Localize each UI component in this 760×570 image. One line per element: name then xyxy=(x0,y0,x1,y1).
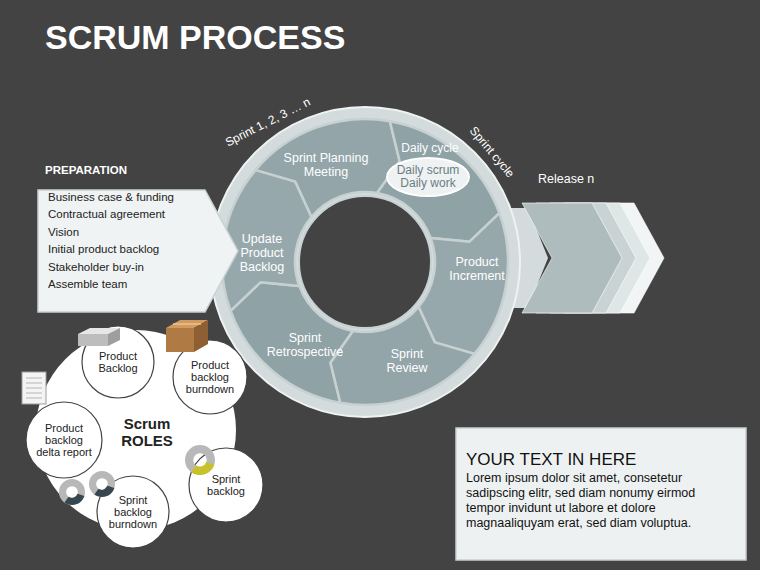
role-label: Product Backlog xyxy=(87,350,149,375)
ring-hole xyxy=(299,196,431,328)
list-item: Assemble team xyxy=(48,276,238,294)
role-circle: Sprint backlog burndown xyxy=(97,476,169,548)
cycle-step: Sprint Retrospective xyxy=(255,328,355,362)
role-circle: Product backlog burndown xyxy=(173,340,247,414)
panel-heading: YOUR TEXT IN HERE xyxy=(466,450,736,469)
list-item: Vision xyxy=(48,224,238,242)
step-label: Sprint Retrospective xyxy=(255,331,355,359)
release-chevron xyxy=(522,203,622,313)
role-circle xyxy=(189,448,263,522)
cycle-step: Daily cycleDaily scrum Daily work xyxy=(380,139,480,205)
release-label: Release n xyxy=(538,172,664,186)
title: SCRUM PROCESS xyxy=(45,18,345,57)
role-circle: Product backlog delta report xyxy=(26,402,102,478)
cycle-step: Sprint Review xyxy=(372,340,442,382)
oval-label: Daily scrum Daily work xyxy=(391,164,465,191)
list-item: Initial product backlog xyxy=(48,241,238,259)
document-icon xyxy=(22,372,46,404)
step-label: Sprint Planning Meeting xyxy=(281,151,371,179)
pie-icon xyxy=(89,471,115,497)
step-label: Product Increment xyxy=(437,255,517,283)
cardboard-box-icon xyxy=(166,320,208,352)
role-label: Sprint backlog burndown xyxy=(102,494,164,531)
pie-icon xyxy=(185,445,215,475)
role-label: Product backlog burndown xyxy=(179,359,241,396)
step-label: Update Product Backlog xyxy=(225,232,299,274)
role-circle: Sprint backlog xyxy=(189,448,263,522)
cycle-segment xyxy=(222,170,311,311)
roles-heading: Scrum ROLES xyxy=(116,416,178,450)
ring-outer xyxy=(210,107,520,417)
step-label: Sprint Review xyxy=(372,347,442,375)
text-panel xyxy=(456,428,746,560)
section-heading: PREPARATION xyxy=(45,162,238,177)
role-label: Sprint backlog xyxy=(195,473,257,498)
list-item: Business case & funding xyxy=(48,189,238,207)
grey-box-icon xyxy=(78,328,120,346)
role-label: Product backlog delta report xyxy=(33,422,95,459)
cycle-segment xyxy=(419,213,508,354)
daily-oval: Daily scrum Daily work xyxy=(386,157,470,197)
role-circle xyxy=(26,402,102,478)
cycle-step: Sprint Planning Meeting xyxy=(281,140,371,190)
preparation-arrow: PREPARATION Business case & fundingContra… xyxy=(38,162,238,312)
cycle-step: Update Product Backlog xyxy=(225,225,299,281)
release-arrow: Release n xyxy=(522,172,664,313)
step-label: Daily cycle xyxy=(380,139,480,155)
pie-icon xyxy=(59,479,85,505)
list-item: Stakeholder buy-in xyxy=(48,259,238,277)
role-circle: Product Backlog xyxy=(82,326,154,398)
cycle-step: Product Increment xyxy=(437,246,517,292)
panel-body: Lorem ipsum dolor sit amet, consetetur s… xyxy=(466,471,736,531)
preparation-arrow xyxy=(38,190,238,312)
roles-circle: Scrum ROLES Product BacklogProduct backlo… xyxy=(36,330,236,530)
list-item: Contractual agreement xyxy=(48,206,238,224)
text-panel: YOUR TEXT IN HERE Lorem ipsum dolor sit a… xyxy=(456,428,746,560)
